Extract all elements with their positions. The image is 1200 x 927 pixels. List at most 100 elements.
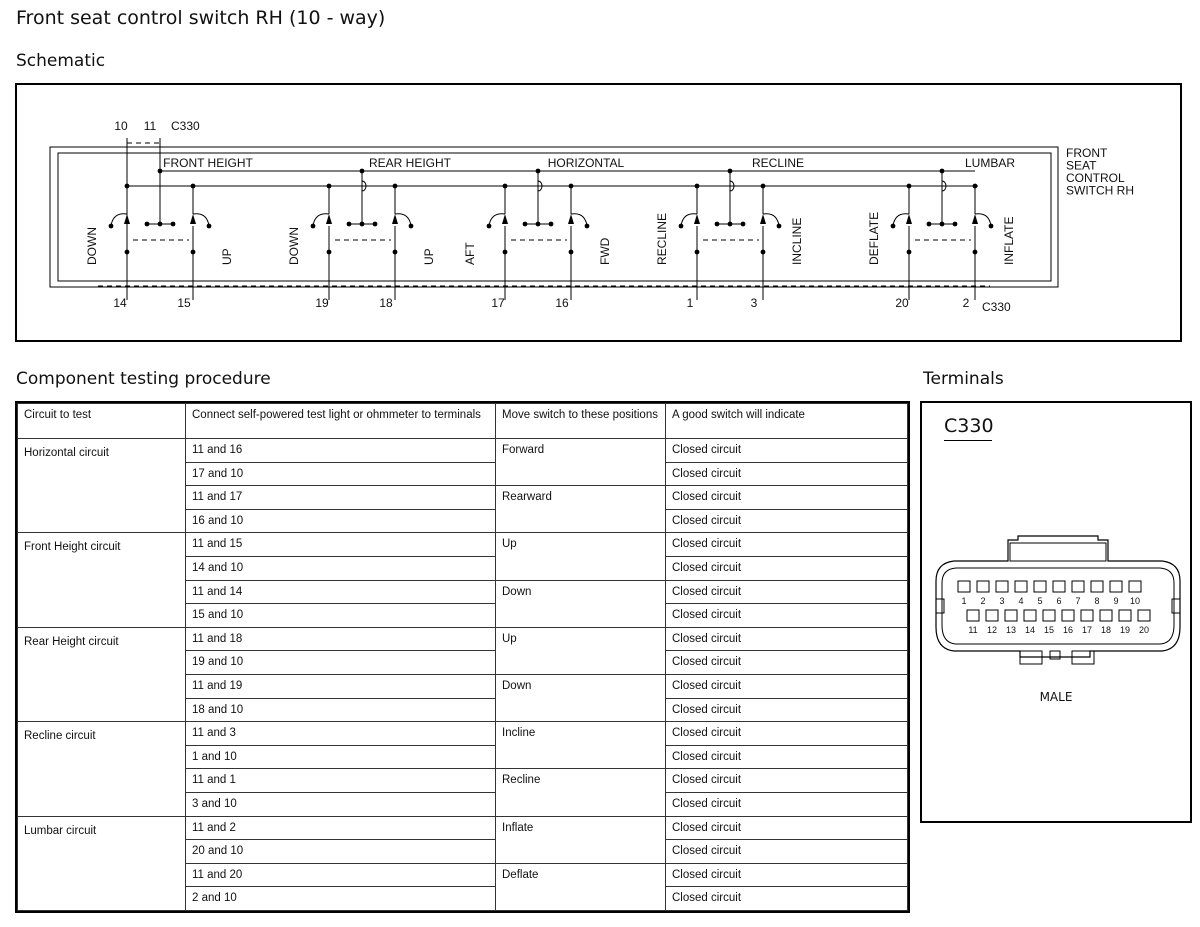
result-cell: Closed circuit (665, 485, 908, 510)
result-cell: Closed circuit (665, 768, 908, 793)
direction-label: AFT (463, 242, 477, 265)
connector-latch (1009, 542, 1107, 562)
switch-lever (312, 213, 330, 227)
terminal-pin (957, 580, 971, 593)
direction-label: RECLINE (655, 213, 669, 265)
result-cell: Closed circuit (665, 697, 908, 723)
result-cell: Closed circuit (665, 461, 908, 487)
testing-heading: Component testing procedure (16, 369, 271, 389)
terminal-pin (1090, 580, 1104, 593)
pin-label: 11 (144, 119, 157, 133)
table-header-row: Circuit to test Connect self-powered tes… (17, 403, 908, 439)
circuit-cell: Front Height circuit (17, 532, 186, 628)
junction-dot (124, 249, 130, 255)
switch-lever (892, 213, 910, 227)
section-label: REAR HEIGHT (369, 156, 452, 170)
position-cell: Rearward (495, 485, 666, 534)
switch-arrow (502, 214, 508, 224)
junction-dot (486, 223, 492, 229)
terminals-cell: 11 and 1 (185, 768, 496, 793)
terminal-pin (995, 580, 1009, 593)
switch-lever (974, 213, 992, 227)
testing-table: Circuit to test Connect self-powered tes… (17, 403, 908, 912)
pin-label: 19 (315, 296, 329, 310)
schematic-frame (15, 83, 1182, 342)
table-row: 15 and 10 Closed circuit (18, 603, 908, 628)
terminals-cell: 11 and 15 (185, 532, 496, 557)
terminal-pin-number: 11 (968, 625, 977, 635)
terminals-cell: 3 and 10 (185, 791, 496, 817)
pin-label: 3 (751, 296, 758, 310)
pin-label: 1 (687, 296, 694, 310)
result-cell: Closed circuit (665, 508, 908, 534)
result-cell: Closed circuit (665, 721, 908, 746)
junction-dot (714, 221, 720, 227)
switch-lever (680, 213, 698, 227)
switch-lever (394, 213, 412, 227)
junction-dot (535, 221, 541, 227)
result-cell: Closed circuit (665, 603, 908, 628)
terminal-pin (1080, 609, 1094, 622)
pin-label: 16 (555, 296, 569, 310)
result-cell: Closed circuit (665, 815, 908, 841)
column-header: Connect self-powered test light or ohmme… (185, 403, 496, 439)
junction-dot (568, 249, 574, 255)
terminal-pin (1042, 609, 1056, 622)
position-cell: Up (495, 626, 666, 675)
terminal-pin-number: 16 (1063, 625, 1073, 635)
terminals-cell: 15 and 10 (185, 603, 496, 628)
result-cell: Closed circuit (665, 438, 908, 463)
terminals-cell: 11 and 20 (185, 862, 496, 888)
wire-crossover (729, 180, 735, 192)
terminals-cell: 11 and 3 (185, 721, 496, 746)
junction-dot (408, 223, 414, 229)
junction-dot (108, 223, 114, 229)
position-cell: Deflate (495, 862, 666, 912)
junction-dot (372, 221, 378, 227)
connector-clip-right (1171, 598, 1181, 614)
result-cell: Closed circuit (665, 791, 908, 817)
terminal-pin-number: 13 (1006, 625, 1016, 635)
position-cell: Down (495, 579, 666, 628)
terminals-cell: 11 and 18 (185, 626, 496, 652)
column-header: Circuit to test (17, 403, 186, 439)
section-label: RECLINE (752, 156, 804, 170)
position-cell: Forward (495, 437, 666, 487)
terminals-cell: 11 and 16 (185, 438, 496, 463)
terminal-pin-number: 6 (1056, 596, 1061, 606)
terminal-pin-number: 5 (1037, 596, 1042, 606)
terminal-pin (1061, 609, 1075, 622)
terminal-pin-number: 17 (1082, 625, 1092, 635)
result-cell: Closed circuit (665, 886, 908, 911)
result-cell: Closed circuit (665, 839, 908, 864)
pin-label: 14 (113, 296, 127, 310)
table-row: 2 and 10 Closed circuit (18, 886, 908, 911)
terminal-pin-number: 15 (1044, 625, 1054, 635)
junction-dot (694, 249, 700, 255)
switch-arrow (760, 214, 766, 224)
terminals-cell: 11 and 2 (185, 815, 496, 841)
direction-label: UP (422, 248, 436, 265)
junction-dot (502, 249, 508, 255)
junction-dot (392, 249, 398, 255)
terminals-cell: 19 and 10 (185, 650, 496, 675)
terminals-cell: 18 and 10 (185, 697, 496, 723)
component-label: FRONT (1066, 146, 1108, 160)
junction-dot (972, 249, 978, 255)
component-label: SWITCH RH (1066, 184, 1134, 198)
result-cell: Closed circuit (665, 579, 908, 605)
connector-shell (935, 535, 1181, 658)
circuit-cell: Rear Height circuit (17, 626, 186, 723)
pin-label: 18 (379, 296, 393, 310)
terminal-pin (976, 580, 990, 593)
switch-lever (762, 213, 780, 227)
direction-label: DOWN (287, 227, 301, 265)
result-cell: Closed circuit (665, 744, 908, 770)
terminals-cell: 17 and 10 (185, 461, 496, 487)
terminals-cell: 2 and 10 (185, 886, 496, 911)
switch-arrow (190, 214, 196, 224)
